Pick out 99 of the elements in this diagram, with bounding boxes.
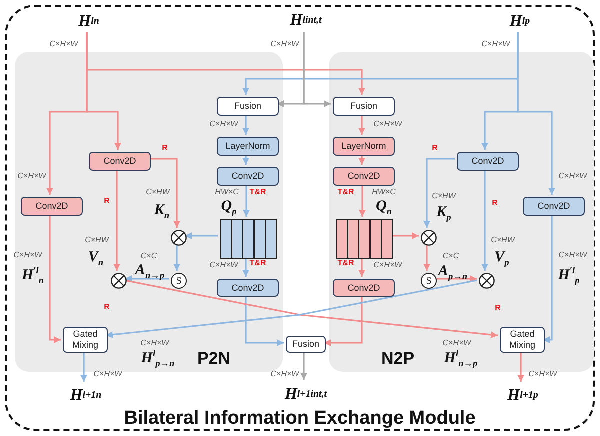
shape-label: C×C — [140, 252, 158, 260]
arrow — [242, 114, 250, 135]
process-box: Conv2D — [457, 152, 519, 171]
process-box: Conv2D — [333, 167, 395, 186]
shape-label: HW×C — [372, 188, 396, 196]
variable-label: V$_{n}$ — [88, 250, 104, 266]
tensor-stack — [220, 219, 277, 259]
operation-label: R — [432, 144, 438, 152]
arrow — [435, 276, 477, 282]
softmax-circle: S — [421, 273, 437, 289]
variable-label: K$_{p}$ — [436, 204, 452, 222]
process-box: LayerNorm — [333, 137, 395, 156]
arrow — [482, 169, 488, 271]
process-box: Gated Mixing — [63, 327, 108, 353]
tensor-stack — [336, 219, 393, 259]
shape-label: C×HW — [85, 236, 109, 244]
operation-label: R — [104, 302, 110, 312]
operation-label: T&R — [338, 258, 354, 268]
shape-label: C×H×W — [374, 120, 402, 128]
process-box: Conv2D — [217, 167, 279, 186]
process-box: Conv2D — [523, 197, 585, 216]
branch-panel — [15, 52, 283, 372]
shape-label: C×H×W — [528, 370, 558, 378]
operation-label: R — [495, 304, 501, 312]
shape-label: C×H×W — [210, 120, 238, 128]
arrow — [46, 32, 88, 195]
arrow — [518, 351, 524, 382]
arrow — [185, 232, 218, 240]
shape-label: C×HW — [491, 236, 515, 244]
arrow — [49, 214, 61, 344]
process-box: Fusion — [286, 336, 326, 353]
shape-label: C×HW — [432, 192, 456, 200]
variable-label: A$_{n→p}$ — [135, 262, 165, 280]
shape-label: C×H×W — [14, 250, 42, 260]
arrow — [174, 244, 180, 271]
operation-label: R — [492, 198, 498, 208]
arrow — [242, 154, 250, 165]
shape-label: C×H×W — [50, 40, 78, 48]
variable-label: A$_{p→n}$ — [438, 264, 468, 280]
shape-label: C×C — [442, 252, 460, 260]
process-box: Gated Mixing — [500, 327, 545, 353]
branch-panel — [329, 52, 594, 372]
panel-title: P2N — [197, 349, 231, 369]
arrow — [80, 351, 88, 382]
arrow — [359, 184, 366, 217]
multiply-symbol — [111, 273, 127, 289]
shape-label: C×H×W — [270, 370, 300, 378]
softmax-circle: S — [171, 273, 187, 289]
operation-label: R — [104, 196, 110, 206]
shape-label: HW×C — [215, 188, 239, 196]
variable-label: Q$_{p}$ — [221, 198, 237, 216]
operation-label: T&R — [250, 258, 266, 268]
shape-label: C×H×W — [140, 338, 170, 348]
process-box: Fusion — [217, 97, 279, 116]
operation-label: R — [162, 144, 168, 152]
shape-label: C×H×W — [94, 370, 122, 378]
process-box: Conv2D — [217, 279, 279, 297]
multiply-symbol — [421, 230, 437, 246]
shape-label: C×H×W — [442, 338, 472, 348]
arrow — [517, 32, 556, 195]
arrow — [243, 184, 250, 217]
arrow — [391, 232, 419, 240]
operation-label: T&R — [338, 188, 354, 196]
arrow — [358, 114, 366, 135]
shape-label: C×H×W — [18, 172, 46, 180]
shape-label: C×HW — [146, 188, 170, 196]
shape-label: C×H×W — [270, 40, 300, 48]
process-box: Fusion — [333, 97, 395, 116]
process-box: Conv2D — [21, 197, 83, 216]
variable-label: V$_{p}$ — [494, 250, 510, 266]
arrow — [114, 169, 120, 271]
multiply-symbol — [171, 230, 187, 246]
process-box: Conv2D — [89, 152, 151, 171]
arrow — [303, 32, 331, 108]
arrow — [424, 158, 455, 228]
arrow — [300, 351, 308, 380]
process-box: LayerNorm — [217, 137, 279, 156]
arrow — [424, 244, 430, 271]
variable-label: Q$_{n}$ — [376, 198, 392, 216]
module-title: Bilateral Information Exchange Module — [123, 408, 477, 430]
variable-label: K$_{n}$ — [154, 202, 170, 220]
arrow — [543, 214, 553, 344]
shape-label: C×H×W — [558, 250, 588, 260]
module-frame — [5, 5, 595, 431]
operation-label: T&R — [250, 188, 266, 196]
arrow — [149, 158, 180, 228]
arrow — [125, 276, 169, 282]
shape-label: C×H×W — [482, 40, 510, 48]
arrow — [324, 295, 363, 346]
process-box: Conv2D — [333, 279, 395, 297]
arrow — [358, 257, 366, 277]
shape-label: C×H×W — [558, 172, 588, 180]
arrow — [242, 257, 250, 277]
shape-label: C×H×W — [210, 260, 238, 270]
shape-label: C×H×W — [374, 260, 402, 270]
arrow — [358, 154, 366, 165]
panel-title: N2P — [381, 349, 415, 369]
arrow — [245, 295, 284, 346]
multiply-symbol — [479, 273, 495, 289]
